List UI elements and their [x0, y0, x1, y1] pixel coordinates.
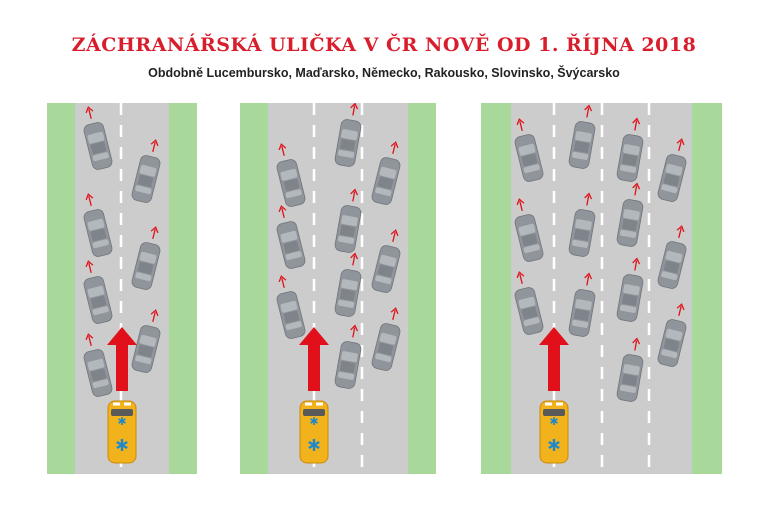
car	[131, 309, 161, 373]
direction-arrow	[632, 337, 641, 351]
direction-arrow	[676, 303, 685, 316]
panel-three-lanes	[240, 103, 436, 474]
star-of-life-icon	[116, 439, 128, 451]
star-of-life-icon	[550, 417, 558, 425]
grass-left	[47, 103, 75, 474]
car	[83, 106, 113, 170]
road-diagram-three-lanes	[240, 103, 436, 474]
direction-arrow	[278, 205, 287, 218]
car	[514, 198, 544, 262]
direction-arrow	[85, 193, 94, 206]
car	[83, 193, 113, 257]
direction-arrow	[516, 271, 525, 284]
direction-arrow	[632, 257, 641, 271]
direction-arrow	[350, 252, 359, 266]
emergency-corridor-arrow	[539, 327, 569, 391]
emergency-corridor-arrow	[299, 327, 329, 391]
car	[616, 337, 644, 402]
car	[568, 192, 596, 257]
direction-arrow	[676, 138, 685, 151]
car	[131, 139, 161, 203]
car	[276, 205, 306, 269]
cars-group	[83, 106, 161, 397]
car	[657, 303, 687, 367]
direction-arrow	[584, 104, 593, 118]
direction-arrow	[632, 182, 641, 196]
panel-two-lanes	[47, 103, 197, 474]
ambulance	[539, 400, 569, 464]
direction-arrow	[350, 103, 359, 116]
car	[568, 104, 596, 169]
car	[616, 117, 644, 182]
direction-arrow	[150, 309, 159, 322]
direction-arrow	[278, 143, 287, 156]
star-of-life-icon	[308, 439, 320, 451]
direction-arrow	[516, 118, 525, 131]
cars-group	[276, 103, 401, 391]
direction-arrow	[390, 229, 399, 242]
direction-arrow	[676, 225, 685, 238]
page-subtitle: Obdobně Lucembursko, Maďarsko, Německo, …	[148, 66, 620, 80]
direction-arrow	[278, 275, 287, 288]
grass-left	[240, 103, 268, 474]
car	[83, 333, 113, 397]
car	[83, 260, 113, 324]
car	[371, 307, 401, 371]
direction-arrow	[350, 324, 359, 338]
car	[568, 272, 596, 337]
cars-group	[514, 104, 687, 402]
car	[657, 138, 687, 202]
grass-right	[169, 103, 197, 474]
ambulance	[107, 400, 137, 464]
direction-arrow	[584, 192, 593, 206]
direction-arrow	[350, 188, 359, 202]
car	[334, 324, 362, 389]
direction-arrow	[390, 307, 399, 320]
direction-arrow	[632, 117, 641, 131]
car	[371, 141, 401, 205]
star-of-life-icon	[548, 439, 560, 451]
star-of-life-icon	[310, 417, 318, 425]
car	[334, 188, 362, 253]
car	[334, 252, 362, 317]
direction-arrow	[85, 260, 94, 273]
car	[131, 226, 161, 290]
direction-arrow	[85, 333, 94, 346]
panel-four-lanes	[481, 103, 722, 474]
car	[616, 257, 644, 322]
grass-left	[481, 103, 511, 474]
car	[276, 143, 306, 207]
direction-arrow	[516, 198, 525, 211]
direction-arrow	[85, 106, 94, 119]
page-title: ZÁCHRANÁŘSKÁ ULIČKA V ČR NOVĚ OD 1. ŘÍJN…	[71, 34, 697, 56]
ambulance	[299, 400, 329, 464]
grass-right	[408, 103, 436, 474]
road-diagram-four-lanes	[481, 103, 722, 474]
road-diagram-two-lanes	[47, 103, 197, 474]
star-of-life-icon	[118, 417, 126, 425]
car	[514, 271, 544, 335]
car	[657, 225, 687, 289]
emergency-corridor-arrow	[107, 327, 137, 391]
car	[276, 275, 306, 339]
car	[616, 182, 644, 247]
grass-right	[692, 103, 722, 474]
direction-arrow	[150, 226, 159, 239]
car	[334, 103, 362, 167]
direction-arrow	[390, 141, 399, 154]
car	[371, 229, 401, 293]
direction-arrow	[150, 139, 159, 152]
car	[514, 118, 544, 182]
direction-arrow	[584, 272, 593, 286]
